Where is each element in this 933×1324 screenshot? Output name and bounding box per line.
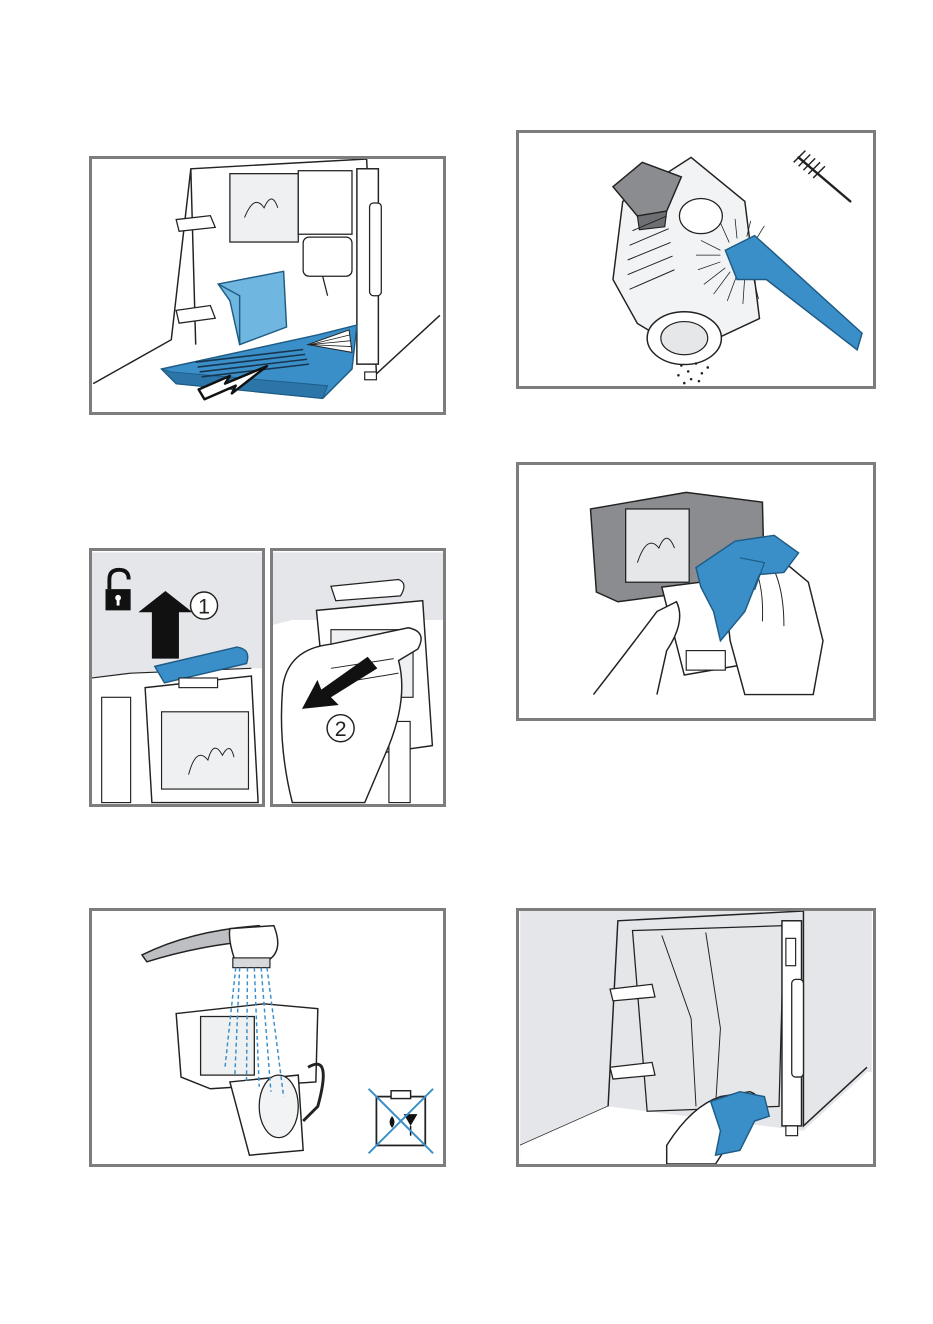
figure-pull-out-brewing-unit-step: 2 [270,548,446,807]
step-number-1: 1 [198,594,210,618]
brewing-unit-brush-illustration [519,133,873,386]
brush-icon [794,151,851,202]
figure-wipe-brewing-unit-with-cloth [516,462,876,721]
rinse-illustration [92,911,443,1164]
drip-tray-illustration [92,159,443,412]
unlock-lever-illustration: 1 [92,551,262,804]
wipe-unit-illustration [519,465,873,718]
figure-wipe-machine-interior [516,908,876,1167]
interior-wipe-illustration [519,911,873,1164]
no-dishwasher-icon [369,1089,433,1153]
step-number-2: 2 [335,717,347,741]
figure-unlock-lever-step: 1 [89,548,265,807]
figure-brewing-unit-brushing [516,130,876,389]
figure-drip-tray-removal [89,156,446,415]
pull-out-illustration: 2 [273,551,443,804]
figure-rinse-under-tap [89,908,446,1167]
